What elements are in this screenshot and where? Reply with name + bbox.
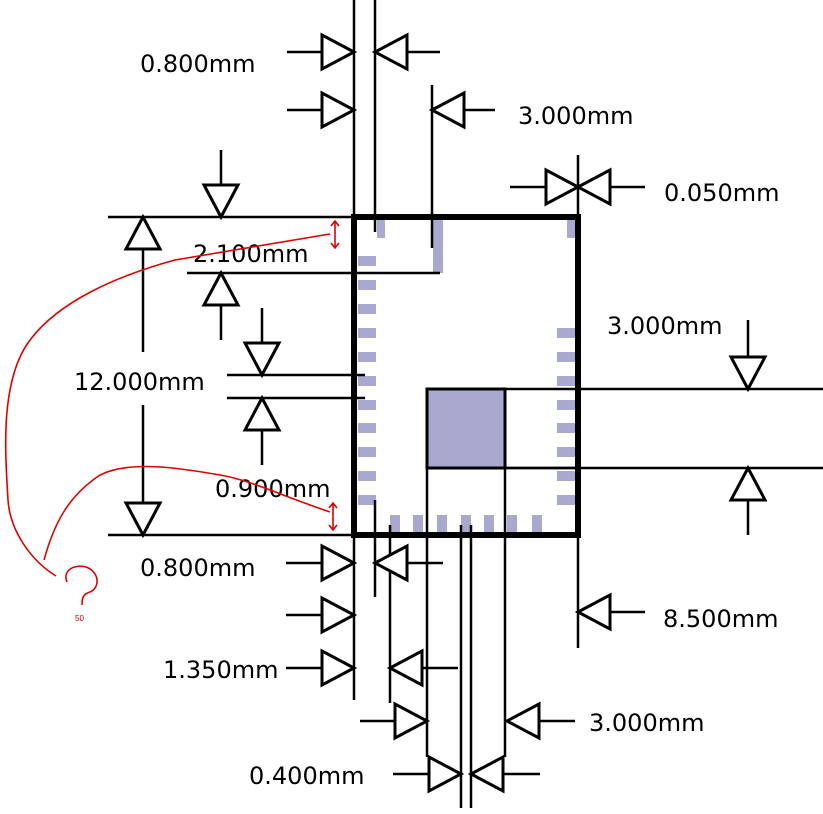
question-mark-icon	[65, 565, 98, 606]
pad-right	[557, 376, 575, 386]
pad-left	[358, 495, 376, 505]
dim-bottom-pin-width: 0.800mm	[140, 554, 255, 582]
thermal-pad	[425, 387, 507, 470]
arrowhead-icon	[574, 167, 612, 207]
arrowhead-icon	[320, 543, 358, 583]
arrowhead-icon	[427, 754, 465, 794]
pad-bottom	[461, 515, 471, 532]
pad-left	[358, 400, 376, 410]
dim-thermal-pad-height: 3.000mm	[607, 312, 722, 340]
pads	[358, 220, 575, 532]
pad-right	[557, 400, 575, 410]
arrowhead-icon	[467, 754, 505, 794]
arrowhead-icon	[728, 464, 768, 502]
pad-left	[358, 280, 376, 290]
dim-body-width: 8.500mm	[663, 605, 778, 633]
pad-top-long	[433, 220, 443, 273]
arrowhead-icon	[320, 648, 358, 688]
pad-left	[358, 328, 376, 338]
pad-left	[358, 352, 376, 362]
pad-right	[557, 328, 575, 338]
annotation-note: 50	[75, 614, 84, 623]
dim-top-pad-offset: 3.000mm	[518, 102, 633, 130]
dimension-arrows	[123, 32, 768, 794]
arrowhead-icon	[574, 592, 612, 632]
arrowhead-icon	[428, 90, 466, 130]
dim-bottom-gap: 0.400mm	[249, 762, 364, 790]
pad-top	[377, 220, 385, 238]
dim-thermal-pad-width: 3.000mm	[589, 709, 704, 737]
arrowhead-icon	[123, 213, 163, 251]
pad-left	[358, 447, 376, 457]
pad-left	[358, 256, 376, 266]
pad-bottom	[437, 515, 447, 532]
annotation-curve-bottom	[43, 465, 331, 561]
arrowhead-icon	[320, 90, 358, 130]
pad-right	[557, 352, 575, 362]
pad-right	[557, 423, 575, 433]
dim-top-pin-width: 0.800mm	[140, 50, 255, 78]
pad-left	[358, 376, 376, 386]
pad-bottom	[390, 515, 400, 532]
pad-right	[557, 495, 575, 505]
dim-pin-pitch: 0.900mm	[215, 475, 330, 503]
annotation-curve-top	[4, 233, 331, 577]
arrowhead-icon	[728, 355, 768, 393]
arrowhead-icon	[320, 595, 358, 635]
arrowhead-icon	[371, 543, 409, 583]
arrowhead-icon	[320, 32, 358, 72]
arrowhead-icon	[371, 32, 409, 72]
arrowhead-icon	[544, 167, 582, 207]
dim-body-height: 12.000mm	[74, 368, 205, 396]
pad-left	[358, 471, 376, 481]
pad-left	[358, 423, 376, 433]
arrowhead-icon	[393, 701, 431, 741]
pad-right	[557, 447, 575, 457]
dim-corner-offset: 0.050mm	[664, 179, 779, 207]
pad-bottom	[484, 515, 494, 532]
red-annotation: ? 50	[4, 219, 340, 623]
dim-bottom-pin-offset: 1.350mm	[163, 656, 278, 684]
pad-left	[358, 304, 376, 314]
pad-bottom	[507, 515, 517, 532]
pad-bottom	[413, 515, 423, 532]
double-arrow-top	[330, 219, 340, 250]
arrowhead-icon	[201, 183, 241, 221]
pad-right	[557, 471, 575, 481]
arrowhead-icon	[201, 269, 241, 307]
arrowhead-icon	[503, 701, 541, 741]
arrowhead-icon	[386, 648, 424, 688]
arrowhead-icon	[242, 394, 282, 432]
pad-top-right	[567, 220, 575, 238]
package-body-outline	[351, 214, 581, 538]
arrowhead-icon	[123, 501, 163, 539]
double-arrow-bottom	[328, 501, 338, 532]
arrowhead-icon	[242, 341, 282, 379]
pad-bottom	[532, 515, 542, 532]
